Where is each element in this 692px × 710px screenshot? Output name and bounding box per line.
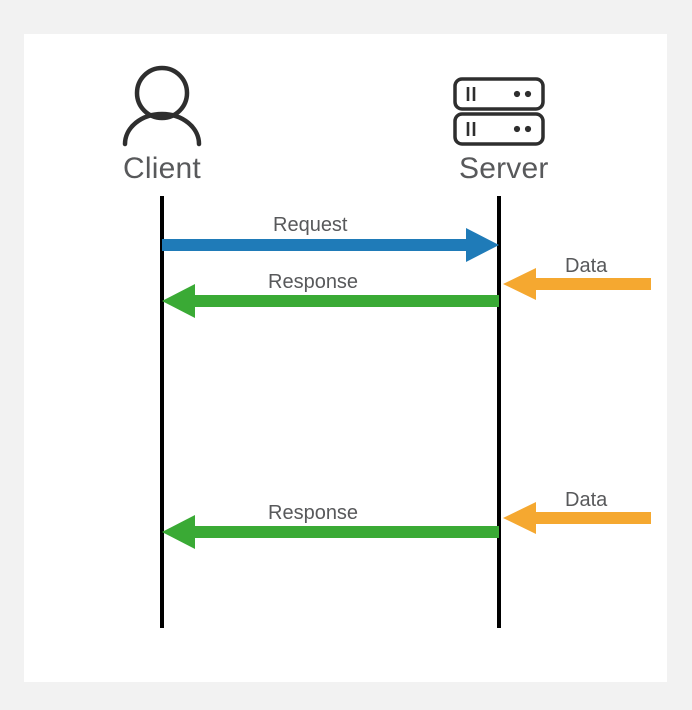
server-icon [453,77,545,146]
message-label-request: Request [273,214,348,236]
message-arrow-request [162,228,499,262]
message-label-response-1: Response [268,271,359,293]
message-label-response-2: Response [268,502,359,524]
message-arrow-data-1 [503,268,651,300]
message-arrow-response-2 [162,515,499,549]
message-arrow-response-1 [162,284,499,318]
actor-label-client: Client [123,152,201,185]
person-icon [122,65,202,147]
message-label-data-1: Data [565,255,608,277]
message-arrow-data-2 [503,502,651,534]
diagram-canvas [24,34,667,682]
actor-label-server: Server [459,152,549,185]
message-label-data-2: Data [565,489,608,511]
